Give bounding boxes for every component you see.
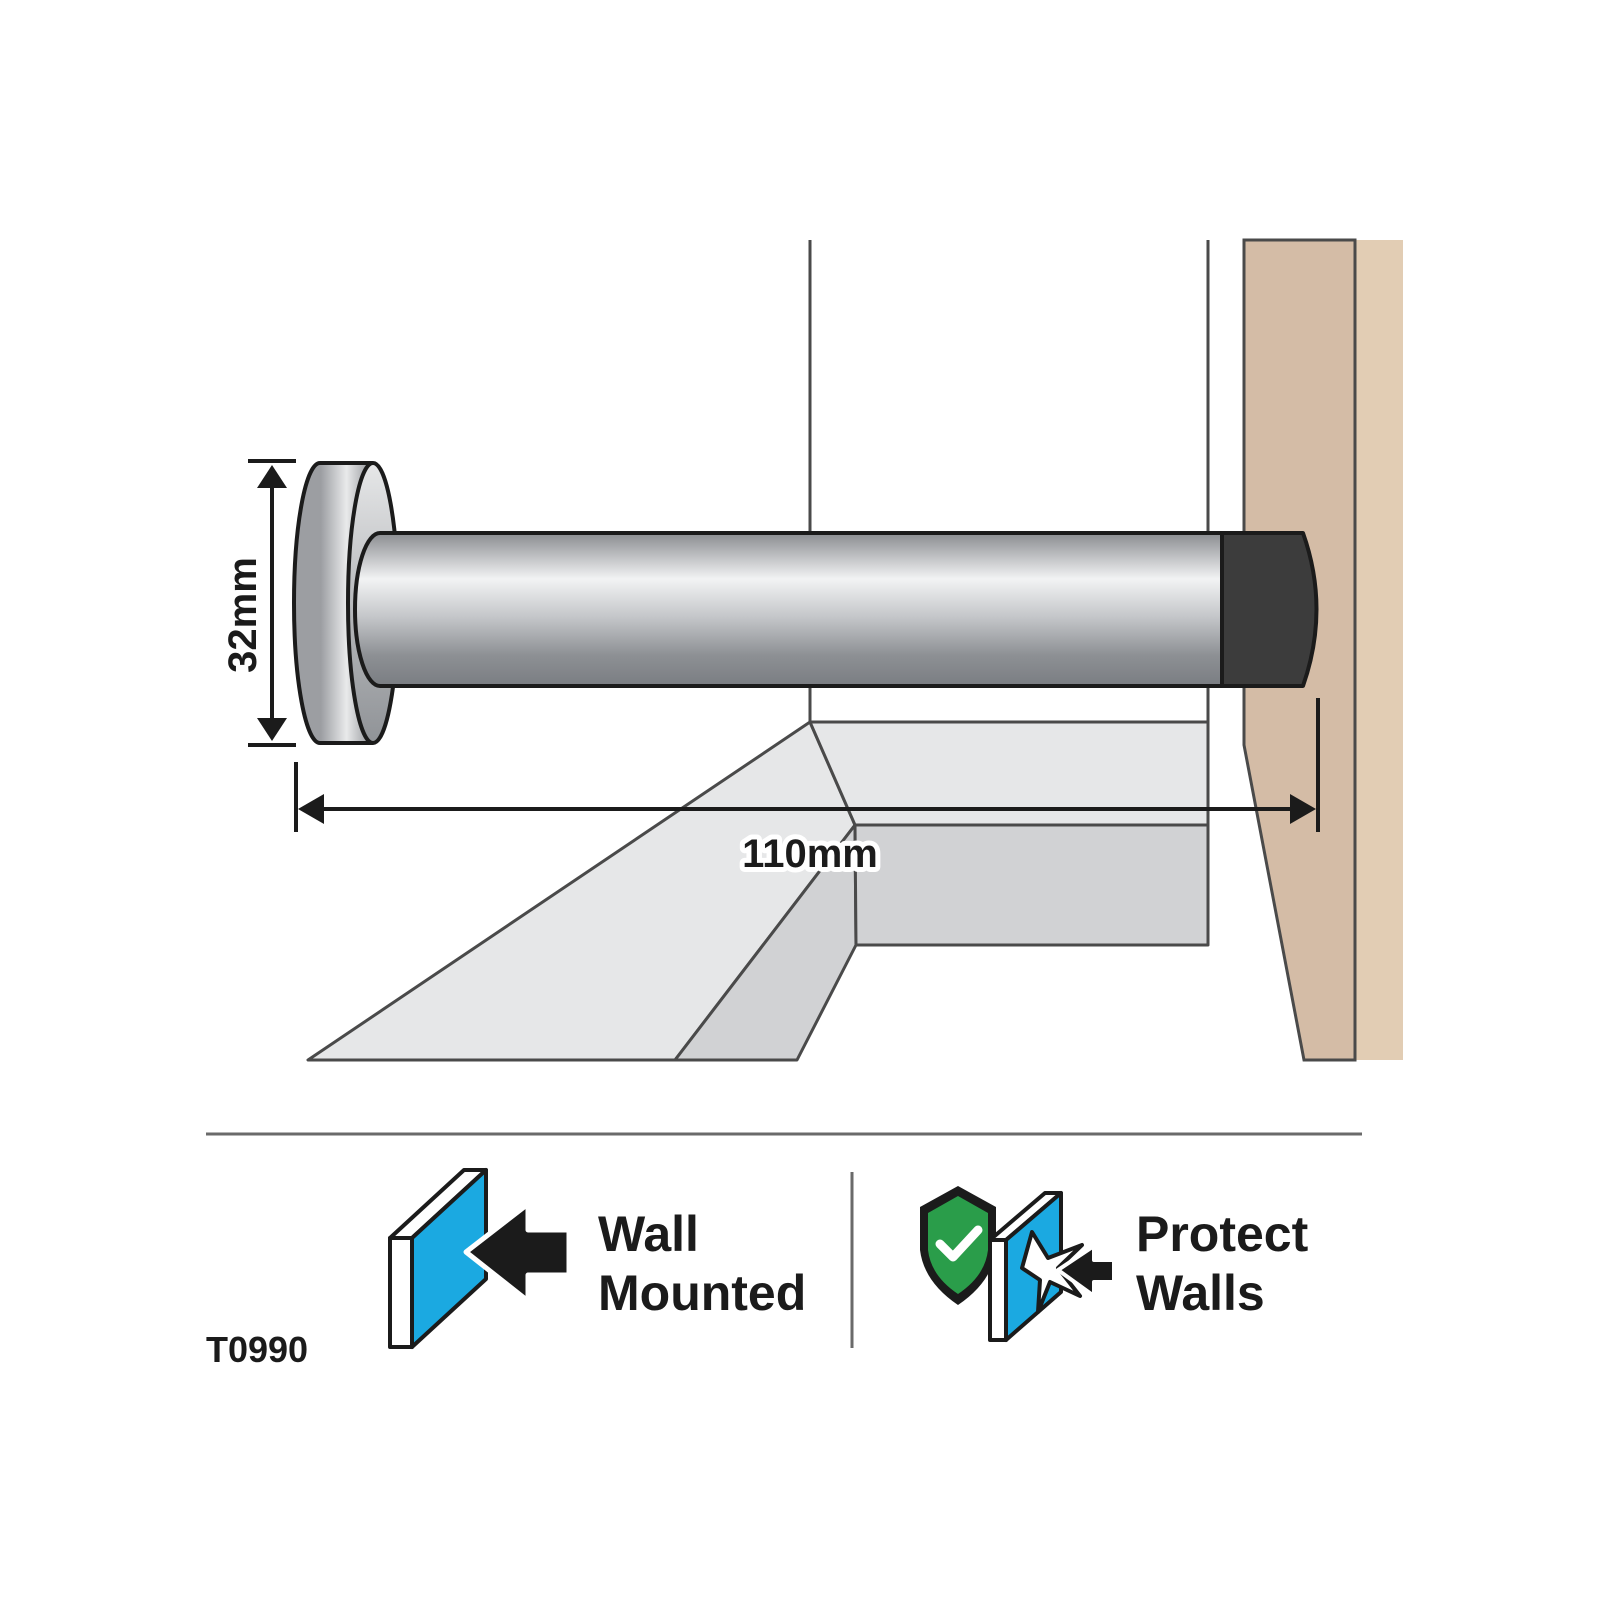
arrow-down-icon (257, 718, 287, 741)
wall-mounted-icon (388, 1168, 572, 1349)
length-label: 110mm (742, 832, 878, 876)
arrow-up-icon (257, 465, 287, 488)
feature-label-line1: Protect (1136, 1206, 1309, 1262)
feature-label-line2: Walls (1136, 1265, 1265, 1321)
shield-check-icon (920, 1186, 996, 1305)
stop-barrel (353, 531, 1224, 688)
height-label: 32mm (221, 557, 265, 673)
door-edge (1355, 240, 1403, 1060)
length-dimension: 110mm (294, 698, 1320, 881)
skirting-front (853, 823, 1210, 947)
feature-protect-walls: Protect Walls (920, 1186, 1309, 1342)
height-dimension: 32mm (221, 459, 296, 747)
protect-walls-icon (920, 1186, 1116, 1342)
product-code: T0990 (206, 1329, 308, 1370)
door-stop (292, 461, 1319, 745)
arrow-left-icon (298, 794, 324, 824)
room-scene (306, 238, 1403, 1062)
feature-wall-mounted: Wall Mounted (388, 1168, 806, 1349)
rubber-tip (1220, 531, 1319, 688)
impact-burst-icon (1020, 1230, 1084, 1314)
arrow-right-icon (1290, 794, 1316, 824)
feature-label-line1: Wall (598, 1206, 699, 1262)
feature-label-line2: Mounted (598, 1265, 806, 1321)
